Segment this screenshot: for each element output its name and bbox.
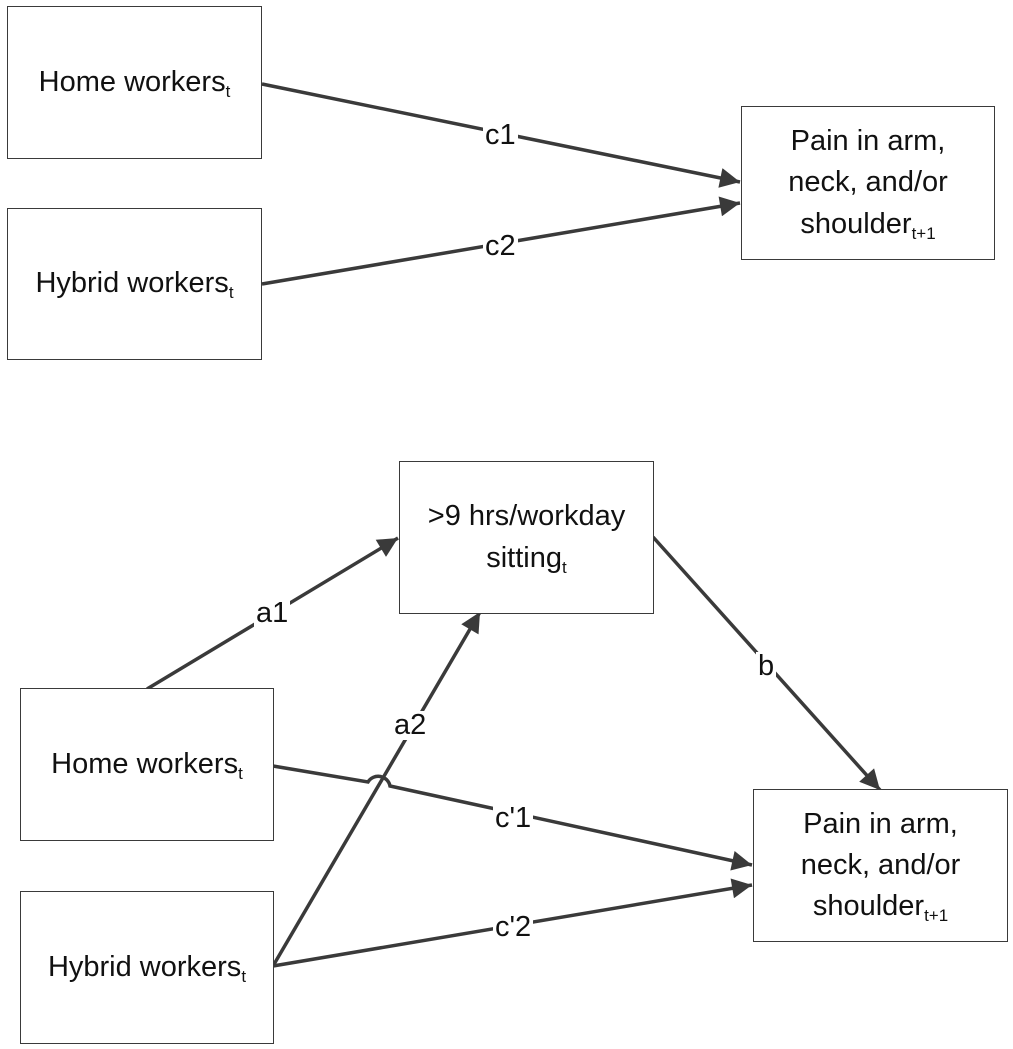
bottom-outcome-line3: shoulder: [812, 890, 925, 923]
top-outcome-line1: Pain in arm,: [790, 125, 946, 158]
mediator-subscript: t: [562, 557, 567, 577]
path-label-a2: a2: [392, 709, 429, 741]
top-home-workers-subscript: t: [225, 81, 231, 101]
mediator-line1: >9 hrs/workday: [427, 500, 626, 533]
bottom-home-workers-subscript: t: [238, 763, 243, 783]
bottom-hybrid-workers-subscript: t: [241, 966, 247, 986]
path-label-c2: c2: [483, 230, 518, 262]
bottom-outcome-subscript: t+1: [924, 906, 949, 926]
path-label-a1: a1: [254, 597, 291, 629]
bottom-home-workers-label: Home workers: [51, 747, 239, 780]
top-home-workers-box: Home workerst: [7, 6, 262, 159]
top-outcome-line3: shoulder: [800, 207, 912, 240]
top-hybrid-workers-label: Hybrid workers: [35, 267, 229, 300]
path-c-prime-1-arrow: [272, 764, 753, 871]
top-outcome-line2: neck, and/or: [788, 166, 948, 199]
bottom-pain-outcome-box: Pain in arm, neck, and/or shouldert+1: [753, 789, 1008, 942]
top-hybrid-workers-subscript: t: [228, 283, 234, 303]
path-label-c-prime-1: c'1: [493, 802, 534, 834]
bottom-hybrid-workers-label: Hybrid workers: [47, 950, 242, 983]
top-pain-outcome-box: Pain in arm, neck, and/or shouldert+1: [741, 106, 995, 260]
path-label-c-prime-2: c'2: [493, 911, 534, 943]
top-home-workers-label: Home workers: [38, 65, 226, 98]
bottom-outcome-line2: neck, and/or: [800, 848, 961, 881]
top-outcome-subscript: t+1: [911, 223, 936, 243]
mediator-sitting-box: >9 hrs/workday sittingt: [399, 461, 654, 614]
path-label-b: b: [756, 650, 777, 682]
path-label-c1: c1: [483, 119, 518, 151]
bottom-home-workers-box: Home workerst: [20, 688, 274, 841]
bottom-hybrid-workers-box: Hybrid workerst: [20, 891, 274, 1044]
mediator-line2: sitting: [486, 541, 562, 574]
bottom-outcome-line1: Pain in arm,: [803, 807, 958, 840]
top-hybrid-workers-box: Hybrid workerst: [7, 208, 262, 360]
path-a2-arrow: [271, 611, 482, 967]
